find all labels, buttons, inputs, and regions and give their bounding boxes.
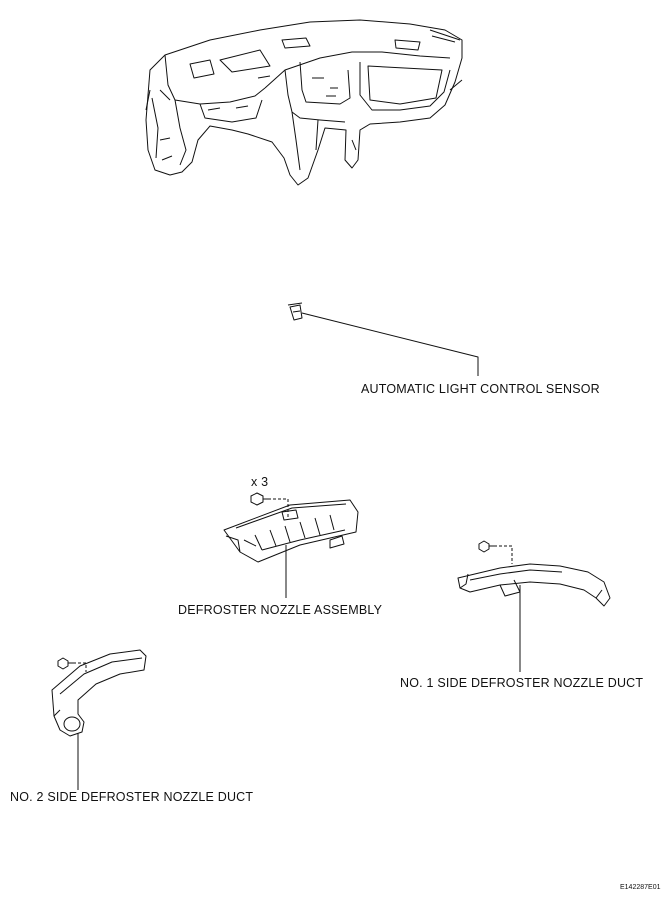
no2-duct-bolt: [57, 657, 73, 670]
bolt-quantity-label: x 3: [251, 475, 269, 489]
no1-duct-bolt: [478, 540, 494, 553]
defroster-label: DEFROSTER NOZZLE ASSEMBLY: [178, 603, 383, 617]
sensor-part: [287, 302, 303, 321]
no2-duct-label: NO. 2 SIDE DEFROSTER NOZZLE DUCT: [10, 790, 254, 804]
figure-code: E142287E01: [620, 884, 661, 891]
defroster-nozzle-assembly-part: [223, 499, 359, 563]
no1-bolt-dashed-leader: [494, 545, 513, 564]
no2-bolt-dashed-leader: [73, 662, 87, 672]
defroster-bolt: [250, 492, 268, 506]
instrument-panel-illustration: [145, 19, 463, 186]
no2-side-defroster-duct-part: [51, 649, 147, 737]
no1-duct-label: NO. 1 SIDE DEFROSTER NOZZLE DUCT: [400, 676, 644, 690]
sensor-label: AUTOMATIC LIGHT CONTROL SENSOR: [361, 382, 600, 396]
bolt-dashed-leader: [268, 498, 289, 518]
sensor-leader-line: [301, 312, 479, 376]
no1-side-defroster-duct-part: [457, 563, 611, 607]
